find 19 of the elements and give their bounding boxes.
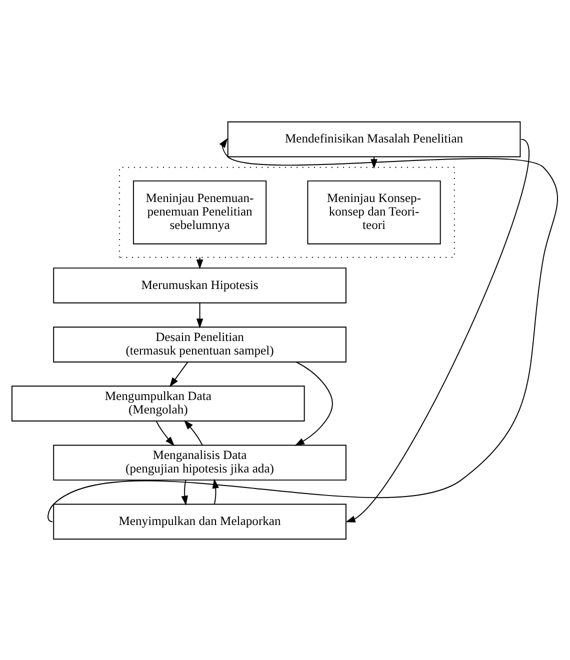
arrow: [346, 138, 529, 522]
node-box: Merumuskan Hipotesis: [53, 267, 346, 303]
arrow: [294, 361, 333, 446]
arrow: [212, 478, 219, 504]
arrow: [196, 302, 204, 328]
arrow: [196, 256, 204, 269]
arrow: [181, 479, 188, 506]
node-box: Mengumpulkan Data (Mengolah): [11, 385, 305, 421]
node-box: Mendefinisikan Masalah Penelitian: [227, 120, 521, 157]
arrow: [184, 420, 203, 445]
node-box: Meninjau Penemuan-penemuan Penelitian sebelumnya: [132, 180, 267, 244]
arrow: [169, 361, 188, 387]
node-box: Menyimpulkan dan Melaporkan: [53, 503, 346, 540]
arrow: [48, 138, 558, 522]
node-box: Menganalisis Data (pengujian hipotesis jika ada): [53, 444, 346, 480]
arrow: [156, 420, 175, 446]
node-box: Meninjau Konsep-konsep dan Teori-teori: [307, 180, 441, 244]
node-box: Desain Penelitian (termasuk penentuan sampel): [53, 326, 346, 362]
cluster: [118, 166, 455, 258]
